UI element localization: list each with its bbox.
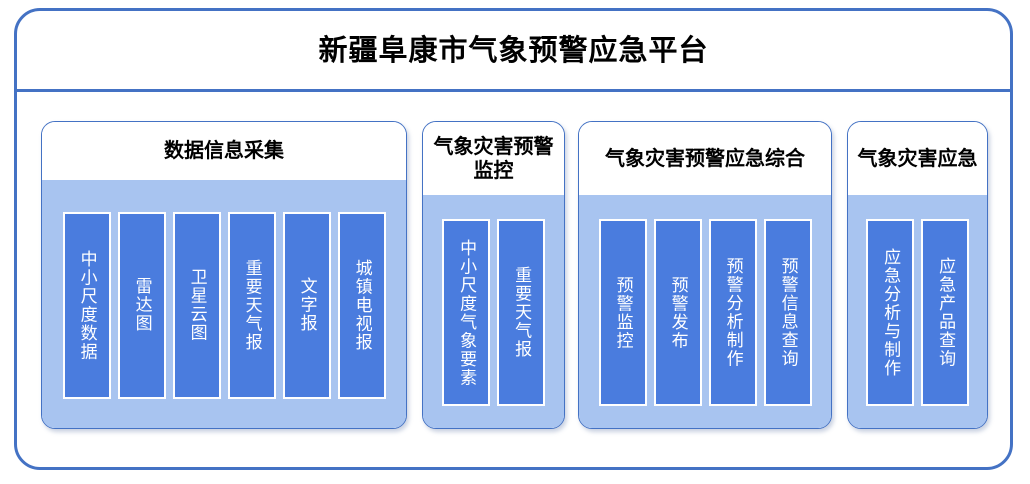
group-box-disaster-warning-monitoring[interactable]: 气象灾害预警监控 中小尺度气象要素 重要天气报 bbox=[422, 121, 565, 429]
group-header-label: 气象灾害应急 bbox=[857, 145, 978, 170]
platform-title-bar: 新疆阜康市气象预警应急平台 bbox=[17, 11, 1010, 92]
list-item-label: 预警分析制作 bbox=[722, 257, 743, 368]
group-header-label: 气象灾害预警应急综合 bbox=[605, 145, 805, 170]
list-item-label: 文字报 bbox=[296, 277, 317, 333]
list-item-label: 城镇电视报 bbox=[351, 258, 372, 352]
list-item-label: 雷达图 bbox=[131, 277, 152, 333]
list-item[interactable]: 卫星云图 bbox=[172, 211, 221, 399]
group-box-disaster-emergency[interactable]: 气象灾害应急 应急分析与制作 应急产品查询 bbox=[847, 121, 988, 429]
list-item[interactable]: 重要天气报 bbox=[497, 219, 545, 406]
list-item[interactable]: 中小尺度数据 bbox=[62, 211, 111, 399]
platform-frame: 新疆阜康市气象预警应急平台 数据信息采集 中小尺度数据 雷达图 卫星云图 bbox=[14, 8, 1013, 470]
list-item-label: 重要天气报 bbox=[241, 258, 262, 352]
list-item-label: 预警发布 bbox=[667, 275, 688, 350]
list-item-label: 应急产品查询 bbox=[935, 257, 956, 368]
group-body: 应急分析与制作 应急产品查询 bbox=[848, 195, 987, 428]
list-item[interactable]: 预警监控 bbox=[598, 219, 647, 406]
list-item[interactable]: 预警分析制作 bbox=[708, 219, 757, 406]
item-row: 预警监控 预警发布 预警分析制作 预警信息查询 bbox=[595, 219, 815, 406]
group-header: 气象灾害预警应急综合 bbox=[579, 122, 831, 195]
group-header: 气象灾害预警监控 bbox=[423, 122, 564, 195]
group-header: 数据信息采集 bbox=[42, 122, 406, 180]
list-item[interactable]: 文字报 bbox=[282, 211, 331, 399]
group-header: 气象灾害应急 bbox=[848, 122, 987, 195]
list-item-label: 卫星云图 bbox=[186, 268, 207, 342]
list-item[interactable]: 应急产品查询 bbox=[921, 219, 969, 406]
list-item-label: 中小尺度数据 bbox=[76, 249, 97, 361]
list-item[interactable]: 雷达图 bbox=[117, 211, 166, 399]
item-row: 应急分析与制作 应急产品查询 bbox=[863, 219, 973, 406]
list-item[interactable]: 中小尺度气象要素 bbox=[442, 219, 490, 406]
list-item-label: 应急分析与制作 bbox=[880, 247, 901, 378]
item-row: 中小尺度数据 雷达图 卫星云图 重要天气报 文字报 城镇电视 bbox=[59, 211, 389, 399]
list-item[interactable]: 应急分析与制作 bbox=[866, 219, 914, 406]
group-header-label: 气象灾害预警监控 bbox=[433, 133, 554, 182]
group-header-label: 数据信息采集 bbox=[164, 138, 284, 163]
list-item-label: 重要天气报 bbox=[511, 266, 532, 359]
group-body: 中小尺度气象要素 重要天气报 bbox=[423, 195, 564, 428]
item-row: 中小尺度气象要素 重要天气报 bbox=[439, 219, 549, 406]
list-item[interactable]: 预警信息查询 bbox=[763, 219, 812, 406]
list-item[interactable]: 重要天气报 bbox=[227, 211, 276, 399]
group-body: 预警监控 预警发布 预警分析制作 预警信息查询 bbox=[579, 195, 831, 428]
list-item-label: 中小尺度气象要素 bbox=[456, 238, 477, 387]
list-item-label: 预警监控 bbox=[612, 275, 633, 350]
page-title: 新疆阜康市气象预警应急平台 bbox=[318, 32, 709, 67]
groups-area: 数据信息采集 中小尺度数据 雷达图 卫星云图 重要天气报 bbox=[17, 92, 1010, 467]
list-item[interactable]: 城镇电视报 bbox=[337, 211, 386, 399]
list-item[interactable]: 预警发布 bbox=[653, 219, 702, 406]
group-box-warning-emergency-integrated[interactable]: 气象灾害预警应急综合 预警监控 预警发布 预警分析制作 预警信息查询 bbox=[578, 121, 832, 429]
group-box-data-collection[interactable]: 数据信息采集 中小尺度数据 雷达图 卫星云图 重要天气报 bbox=[41, 121, 407, 429]
group-body: 中小尺度数据 雷达图 卫星云图 重要天气报 文字报 城镇电视 bbox=[42, 180, 406, 428]
list-item-label: 预警信息查询 bbox=[777, 257, 798, 368]
